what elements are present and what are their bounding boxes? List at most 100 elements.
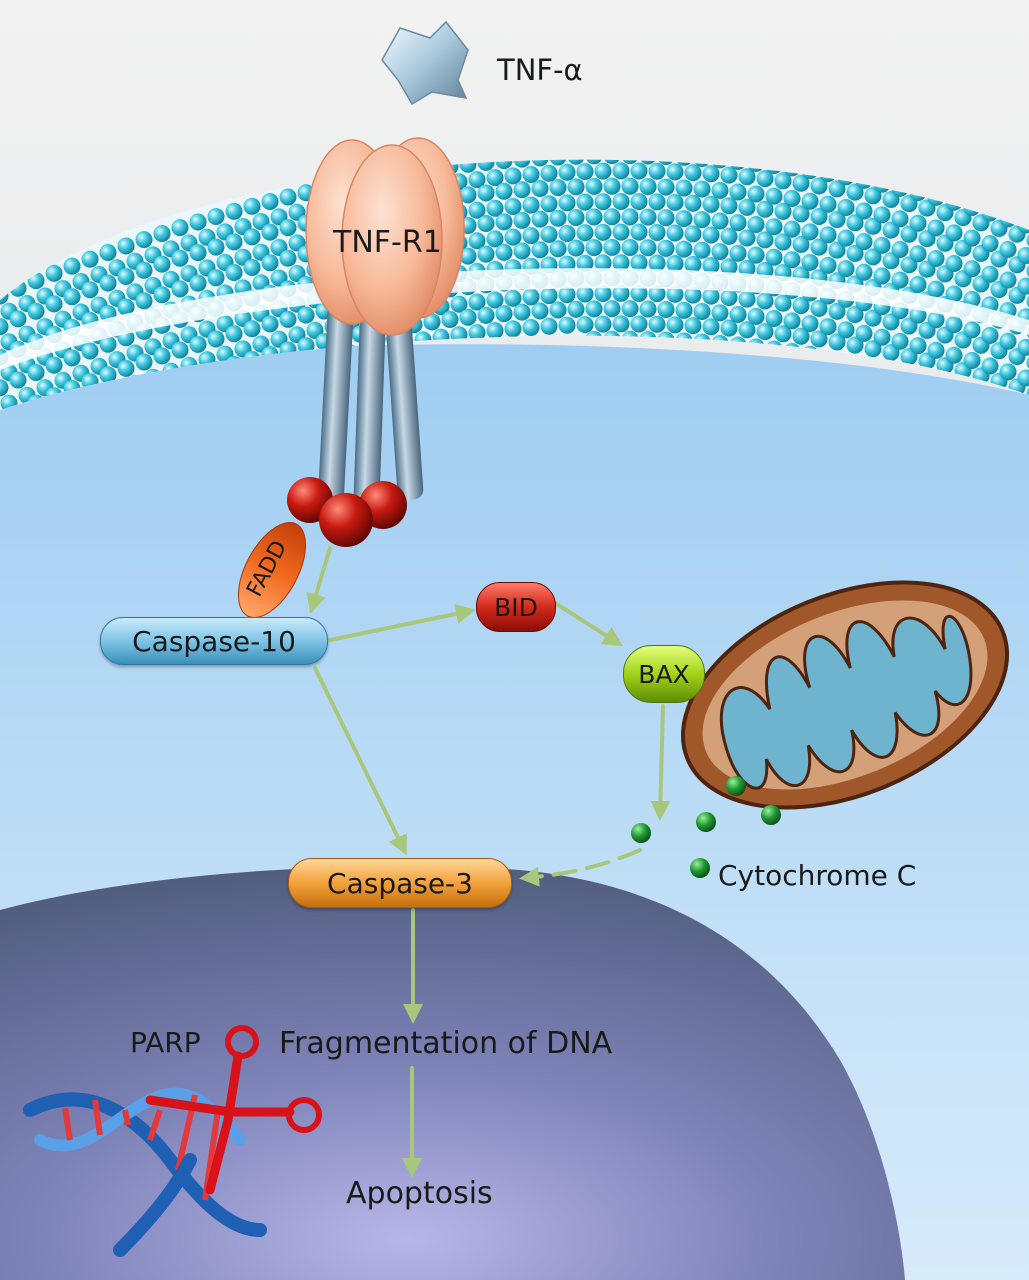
phospholipid-head [720,289,738,307]
phospholipid-head [189,213,207,231]
arrow-receptor-to-caspase10 [306,546,332,614]
phospholipid-head [630,284,648,302]
phospholipid-head [684,164,702,182]
phospholipid-head [639,300,657,318]
phospholipid-head [486,199,504,217]
phospholipid-head [774,233,792,251]
phospholipid-head [117,359,135,377]
phospholipid-head [513,181,531,199]
phospholipid-head [612,193,630,211]
phospholipid-head [927,341,945,359]
phospholipid-head [225,264,243,282]
phospholipid-head [927,219,945,237]
phospholipid-head [495,182,513,200]
phospholipid-head [765,310,783,328]
phospholipid-head [891,271,909,289]
phospholipid-head [729,183,747,201]
phospholipid-head [459,247,477,265]
phospholipid-head [135,231,153,249]
phospholipid-head [558,316,576,334]
phospholipid-head [648,285,666,303]
phospholipid-head [594,162,612,180]
phospholipid-head [963,352,981,370]
cytochrome-c-molecules [631,776,781,878]
phospholipid-head [828,333,846,351]
phospholipid-head [207,238,225,256]
phospholipid-head [594,254,612,272]
phospholipid-head [567,159,585,165]
phospholipid-head [792,297,810,315]
phospholipid-head [999,271,1017,289]
phospholipid-head [99,243,117,261]
phospholipid-head [675,301,693,319]
phospholipid-head [675,210,693,228]
phospholipid-head [666,255,684,273]
phospholipid-head [792,205,810,223]
phospholipid-head [261,254,279,272]
phospholipid-head [612,223,630,241]
phospholipid-head [495,305,513,323]
parp-scissors-icon [145,1025,322,1195]
phospholipid-head [243,320,261,338]
phospholipid-head [702,226,720,244]
phospholipid-head [522,196,540,214]
phospholipid-head [729,214,747,232]
phospholipid-head [585,300,603,318]
phospholipid-head [693,302,711,320]
phospholipid-head [837,229,855,247]
phospholipid-head [522,165,540,183]
phospholipid-head [531,180,549,198]
phospholipid-head [261,315,279,333]
phospholipid-head [648,193,666,211]
phospholipid-head [909,214,927,232]
phospholipid-head [567,208,585,226]
phospholipid-head [558,163,576,181]
phospholipid-head [738,321,756,339]
phospholipid-head [612,162,630,180]
phospholipid-head [99,366,117,384]
phospholipid-head [801,253,819,271]
phospholipid-head [603,177,621,195]
phospholipid-head [756,323,774,341]
phospholipid-head [855,233,873,251]
phospholipid-head [612,315,630,333]
phospholipid-head [891,241,909,259]
phospholipid-head [747,246,765,264]
phospholipid-head [756,170,774,188]
phospholipid-head [981,326,999,344]
phospholipid-head [585,208,603,226]
phospholipid-head [738,198,756,216]
phospholipid-head [666,316,684,334]
phospholipid-head [171,249,189,267]
phospholipid-head [513,211,531,229]
phospholipid-head [549,159,567,166]
phospholipid-head [720,166,738,184]
phospholipid-head [243,228,261,246]
phospholipid-head [27,363,45,381]
phospholipid-head [873,236,891,254]
phospholipid-head [855,202,873,220]
phospholipid-head [504,198,522,216]
phospholipid-head [999,332,1017,350]
phospholipid-head [720,319,738,337]
phospholipid-head [684,317,702,335]
phospholipid-head [666,193,684,211]
phospholipid-head [504,228,522,246]
phospholipid-head [693,180,711,198]
phospholipid-head [171,219,189,237]
arrow-cytochrome-to-caspase3 [519,848,642,887]
phospholipid-head [468,171,486,189]
phospholipid-head [765,248,783,266]
phospholipid-head [45,295,63,313]
death-domains [287,477,407,547]
phospholipid-head [837,321,855,339]
phospholipid-head [945,346,963,364]
phospholipid-head [45,356,63,374]
phospholipid-head [702,195,720,213]
phospholipid-head [585,239,603,257]
phospholipid-head [468,201,486,219]
phospholipid-head [828,302,846,320]
phospholipid-head [549,301,567,319]
phospholipid-head [792,235,810,253]
